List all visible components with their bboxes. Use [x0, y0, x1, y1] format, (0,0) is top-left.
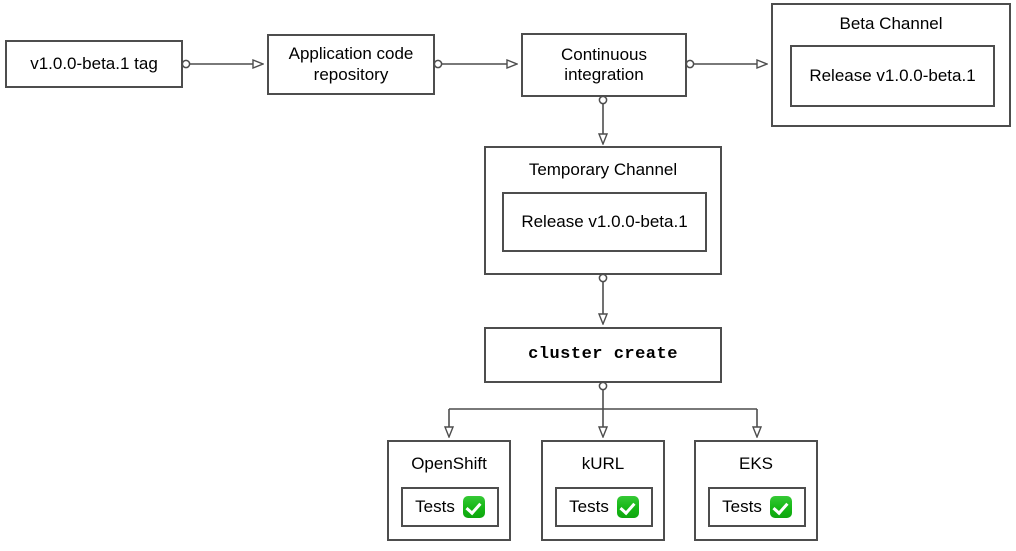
green-check-icon: [462, 496, 485, 518]
node-application-code-repository-label: Application code repository: [288, 44, 414, 84]
node-eks-tests-label: Tests: [722, 496, 762, 516]
node-beta-channel-release[interactable]: Release v1.0.0-beta.1: [790, 45, 995, 107]
edge-temporary-channel-to-cluster-create: [599, 273, 606, 323]
node-temporary-channel[interactable]: Temporary Channel Release v1.0.0-beta.1: [484, 146, 722, 275]
node-openshift-tests[interactable]: Tests: [401, 487, 499, 527]
node-openshift-tests-label: Tests: [415, 496, 455, 516]
node-openshift-title: OpenShift: [411, 454, 487, 473]
node-kurl-title: kURL: [581, 454, 625, 473]
node-temporary-channel-release[interactable]: Release v1.0.0-beta.1: [502, 192, 707, 252]
node-continuous-integration[interactable]: Continuous integration: [521, 33, 687, 97]
edge-ci-to-temporary-channel: [599, 95, 606, 143]
node-version-tag[interactable]: v1.0.0-beta.1 tag: [5, 40, 183, 88]
node-eks-tests[interactable]: Tests: [708, 487, 806, 527]
node-beta-channel[interactable]: Beta Channel Release v1.0.0-beta.1: [771, 3, 1011, 127]
edge-cluster-create-branch: [449, 381, 757, 436]
node-beta-channel-release-label: Release v1.0.0-beta.1: [809, 65, 976, 85]
node-continuous-integration-label: Continuous integration: [560, 44, 647, 84]
node-temporary-channel-title: Temporary Channel: [528, 160, 678, 179]
node-eks[interactable]: EKS Tests: [694, 440, 818, 541]
node-version-tag-label: v1.0.0-beta.1 tag: [30, 53, 158, 73]
green-check-icon: [769, 496, 792, 518]
node-application-code-repository[interactable]: Application code repository: [267, 34, 435, 95]
node-kurl-tests-label: Tests: [569, 496, 609, 516]
green-check-icon: [616, 496, 639, 518]
node-openshift[interactable]: OpenShift Tests: [387, 440, 511, 541]
node-eks-title: EKS: [738, 454, 774, 473]
node-kurl-tests[interactable]: Tests: [555, 487, 653, 527]
node-kurl[interactable]: kURL Tests: [541, 440, 665, 541]
node-beta-channel-title: Beta Channel: [839, 14, 943, 33]
edge-repo-to-ci: [433, 60, 516, 67]
node-cluster-create-label: cluster create: [528, 344, 678, 364]
node-temporary-channel-release-label: Release v1.0.0-beta.1: [521, 211, 688, 231]
edge-tag-to-repo: [181, 60, 262, 67]
node-cluster-create[interactable]: cluster create: [484, 327, 722, 383]
edge-ci-to-beta-channel: [685, 60, 766, 67]
